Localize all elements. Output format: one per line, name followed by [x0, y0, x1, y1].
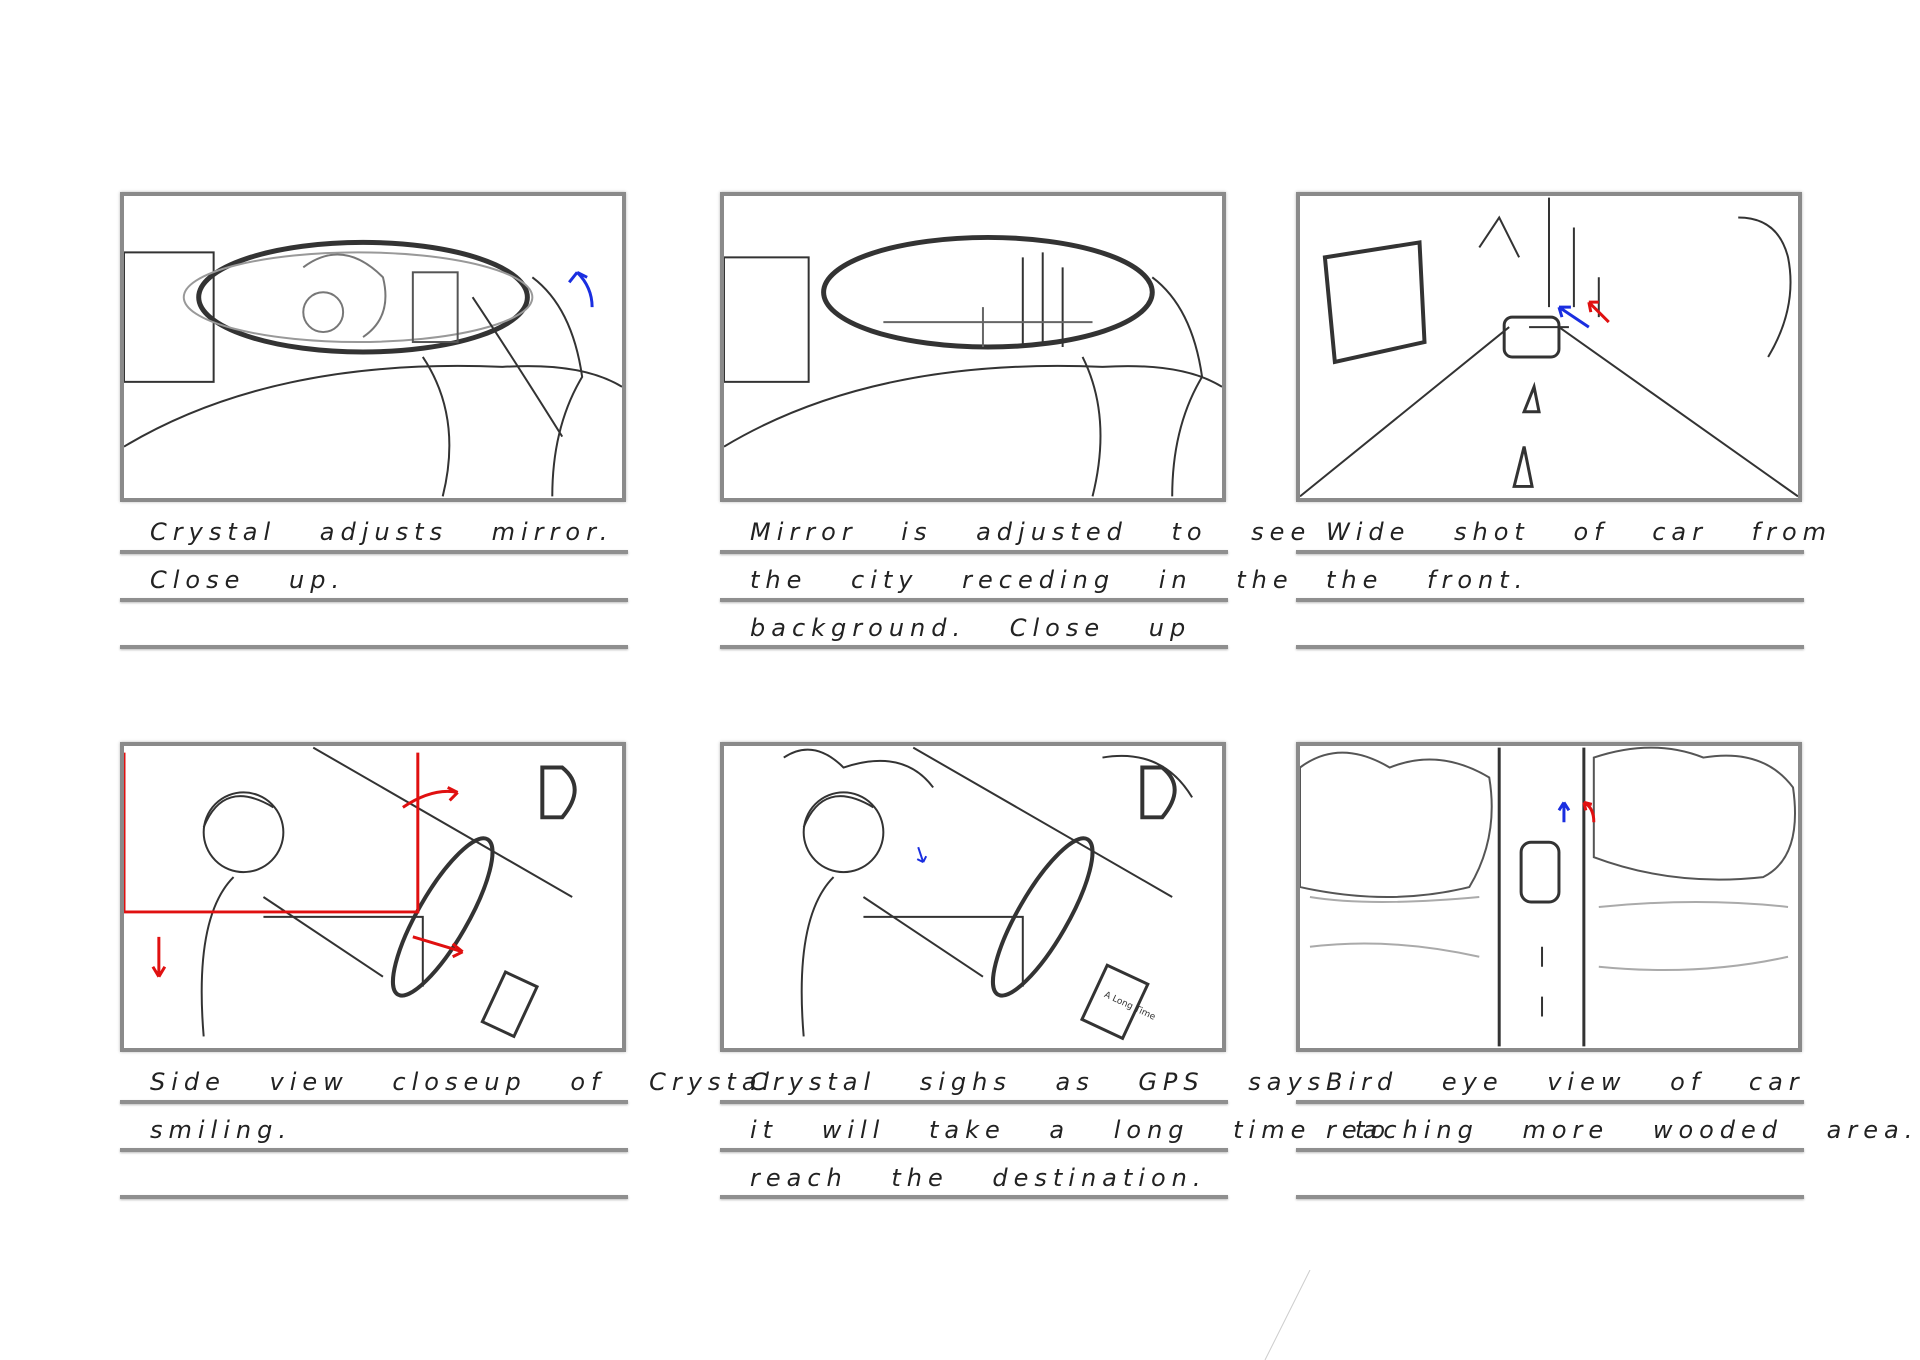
caption-line: reach the destination. — [750, 1164, 1207, 1192]
arrow-blue-icon — [916, 846, 928, 864]
sketch-side-view-driver — [124, 746, 577, 1039]
sketch-mirror-city — [724, 234, 1222, 497]
storyboard-panel-3 — [1296, 192, 1802, 502]
caption-line: reaching more wooded area. — [1326, 1116, 1919, 1144]
caption-rule — [1296, 645, 1804, 649]
caption-rule — [120, 1148, 628, 1152]
caption-rule — [720, 598, 1228, 602]
caption-line: background. Close up — [750, 614, 1192, 642]
caption-rule — [1296, 1148, 1804, 1152]
caption-line: Crystal sighs as GPS says — [750, 1068, 1327, 1096]
storyboard-panel-1 — [120, 192, 626, 502]
caption-rule — [1296, 1100, 1804, 1104]
caption-rule — [720, 1100, 1228, 1104]
storyboard-panel-2 — [720, 192, 1226, 502]
arrow-red-icon — [124, 752, 464, 978]
caption-line: Wide shot of car from — [1326, 518, 1833, 546]
storyboard-panel-5: A Long Time — [720, 742, 1226, 1052]
arrow-blue-icon — [1557, 801, 1571, 823]
gps-screen-text: A Long Time — [1102, 990, 1157, 1023]
caption-line: Crystal adjusts mirror. — [150, 518, 614, 546]
arrow-red-icon — [1582, 800, 1596, 823]
sketch-driver-sighs-gps: A Long Time — [783, 746, 1193, 1041]
caption-line: it will take a long time to — [750, 1116, 1392, 1144]
caption-rule — [1296, 598, 1804, 602]
arrow-blue-icon — [568, 270, 594, 308]
caption-line: Mirror is adjusted to see — [750, 518, 1312, 546]
caption-line: Side view closeup of Crystal — [150, 1068, 776, 1096]
caption-rule — [720, 645, 1228, 649]
storyboard-panel-4 — [120, 742, 626, 1052]
caption-line: the front. — [1326, 566, 1529, 594]
caption-line: smiling. — [150, 1116, 292, 1144]
caption-line: Close up. — [150, 566, 346, 594]
storyboard-panel-6 — [1296, 742, 1802, 1052]
caption-rule — [720, 1148, 1228, 1152]
caption-rule — [120, 550, 628, 554]
caption-rule — [120, 598, 628, 602]
caption-rule — [120, 645, 628, 649]
arrow-blue-icon — [1557, 305, 1590, 329]
caption-line: the city receding in the — [750, 566, 1294, 594]
caption-rule — [720, 550, 1228, 554]
stray-pencil-stroke — [1264, 1270, 1311, 1360]
caption-rule — [720, 1195, 1228, 1199]
sketch-birds-eye-road — [1300, 746, 1796, 1047]
caption-rule — [1296, 550, 1804, 554]
caption-line: Bird eye view of car — [1326, 1068, 1805, 1096]
caption-rule — [1296, 1195, 1804, 1199]
sketch-road-wide-shot — [1300, 197, 1798, 498]
sketch-mirror-closeup — [124, 239, 622, 497]
caption-rule — [120, 1100, 628, 1104]
arrow-red-icon — [1587, 300, 1610, 324]
caption-rule — [120, 1195, 628, 1199]
